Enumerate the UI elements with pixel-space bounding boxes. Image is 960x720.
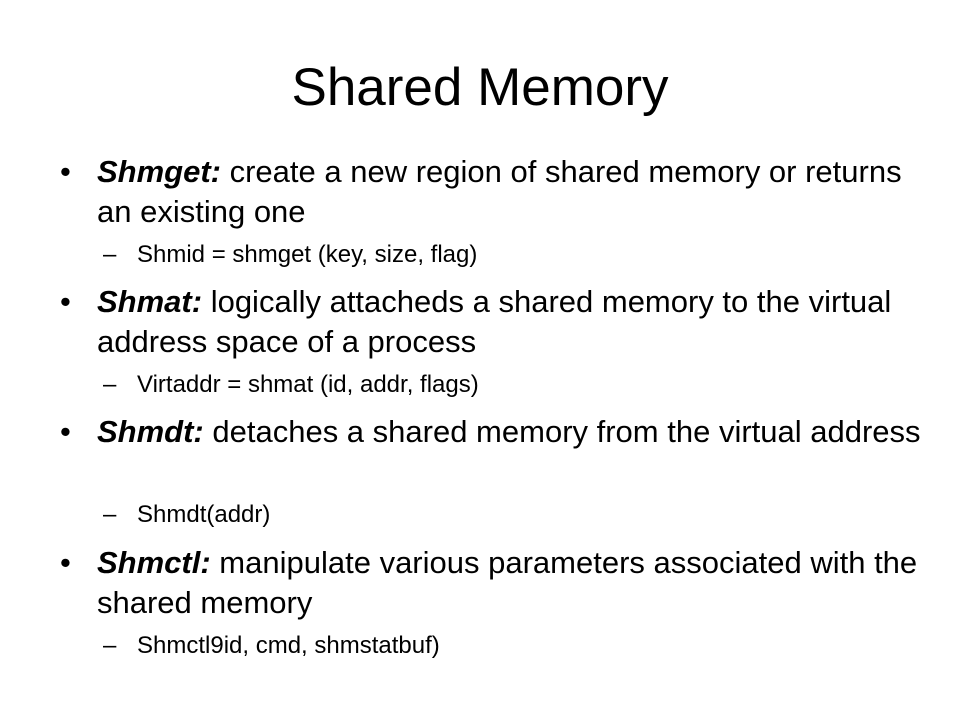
bullet-text: Shmat: logically attacheds a shared memo… [97, 282, 937, 362]
sub-dash: – [103, 632, 117, 659]
bullet-term: Shmget: [97, 154, 221, 189]
bullet-term: Shmctl: [97, 545, 211, 580]
slide-title: Shared Memory [291, 58, 669, 117]
sub-text: Shmdt(addr) [137, 501, 271, 528]
bullet-dot: • [60, 545, 71, 580]
bullet-dot: • [60, 284, 71, 319]
bullet-description: detaches a shared memory from the virtua… [203, 414, 921, 449]
bullet-dot: • [60, 414, 71, 449]
bullet-text: Shmdt: detaches a shared memory from the… [97, 412, 937, 452]
sub-text: Shmid = shmget (key, size, flag) [137, 241, 478, 268]
bullet-description: logically attacheds a shared memory to t… [97, 284, 892, 359]
bullet-description: create a new region of shared memory or … [97, 154, 902, 229]
bullet-term: Shmat: [97, 284, 203, 319]
bullet-text: Shmget: create a new region of shared me… [97, 152, 937, 232]
bullet-dot: • [60, 154, 71, 189]
bullet-text: Shmctl: manipulate various parameters as… [97, 543, 937, 623]
bullet-description: manipulate various parameters associated… [97, 545, 918, 620]
bullet-term: Shmdt: [97, 414, 204, 449]
sub-dash: – [103, 371, 117, 398]
sub-text: Virtaddr = shmat (id, addr, flags) [137, 371, 479, 398]
sub-dash: – [103, 241, 117, 268]
sub-text: Shmctl9id, cmd, shmstatbuf) [137, 632, 440, 659]
sub-dash: – [103, 501, 117, 528]
